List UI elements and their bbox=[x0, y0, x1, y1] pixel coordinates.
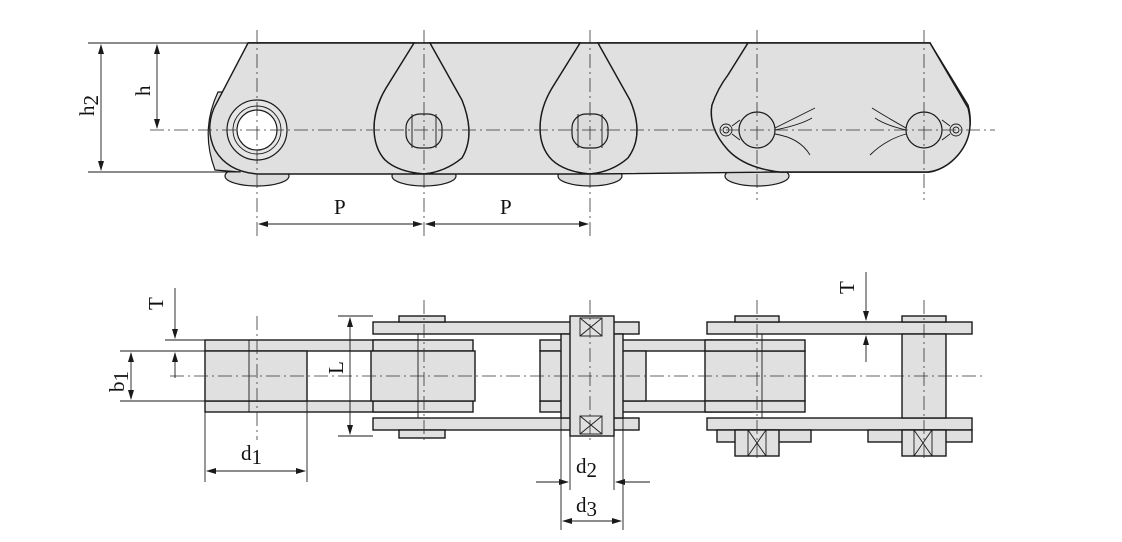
t-left-label: T bbox=[144, 297, 168, 310]
l-label: L bbox=[324, 361, 348, 374]
t-right-label: T bbox=[835, 281, 859, 294]
outer-plate-top-4 bbox=[706, 321, 973, 335]
inner-plate-top-4 bbox=[704, 339, 806, 352]
inner-plate-bottom-2 bbox=[372, 400, 474, 413]
d3-label: d3 bbox=[576, 493, 597, 521]
pin-head-top-2 bbox=[398, 315, 446, 323]
cotter-cross-5 bbox=[913, 429, 933, 457]
cotter-cross-4 bbox=[747, 429, 767, 457]
d1-label: d1 bbox=[241, 441, 262, 469]
plan-view: T T b1 L d1 d2 d3 bbox=[105, 272, 985, 530]
h2-label: h2 bbox=[75, 95, 103, 116]
d2-label: d2 bbox=[576, 454, 597, 482]
right-plate-b bbox=[710, 42, 971, 173]
side-view: h2 h P P bbox=[75, 30, 995, 240]
pin-head-bottom-2 bbox=[398, 429, 446, 439]
pin-cross-bottom bbox=[579, 415, 603, 435]
b1-label: b1 bbox=[105, 371, 133, 392]
pitch-label-1: P bbox=[334, 195, 346, 219]
h-label: h bbox=[131, 85, 155, 96]
pitch-label-2: P bbox=[500, 195, 512, 219]
middle-plate bbox=[423, 42, 591, 175]
inner-plate-top-2 bbox=[372, 339, 474, 352]
inner-plate-bottom-4 bbox=[704, 400, 806, 413]
pin-cross-top bbox=[579, 317, 603, 337]
outer-plate-bottom-4 bbox=[706, 417, 973, 431]
